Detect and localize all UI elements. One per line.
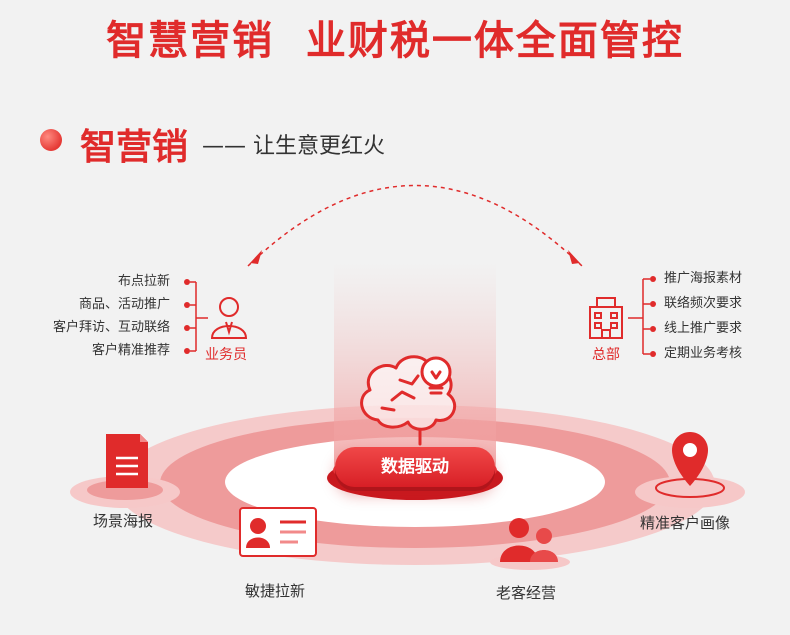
section-bullet-icon xyxy=(40,129,62,151)
feature-label-scene-poster: 场景海报 xyxy=(93,512,154,530)
right-nodes xyxy=(650,276,656,357)
left-item-1: 布点拉新 xyxy=(117,274,170,289)
left-item-4: 客户精准推荐 xyxy=(91,343,170,358)
page-title: 智慧营销 业财税一体全面管控 xyxy=(106,18,684,64)
right-brace xyxy=(628,278,650,355)
right-item-2: 联络频次要求 xyxy=(664,296,743,311)
arc-arrow-right-icon xyxy=(568,250,580,264)
left-item-2: 商品、活动推广 xyxy=(78,297,170,312)
data-driven-badge: 数据驱动 xyxy=(335,447,495,487)
right-item-1: 推广海报素材 xyxy=(664,271,743,286)
feature-location-pin-icon xyxy=(635,432,745,508)
feature-users-icon xyxy=(490,518,570,570)
role-label-headquarters: 总部 xyxy=(592,347,620,363)
section-subtitle: —— 让生意更红火 xyxy=(202,134,385,159)
flow-arc xyxy=(247,184,583,267)
feature-label-customer-retention: 老客经营 xyxy=(496,584,557,602)
feature-label-customer-profile: 精准客户画像 xyxy=(640,514,731,532)
role-label-salesperson: 业务员 xyxy=(205,347,247,363)
left-item-3: 客户拜访、互动联络 xyxy=(52,320,170,335)
right-item-3: 线上推广要求 xyxy=(664,321,743,336)
feature-document-icon xyxy=(70,434,180,508)
right-item-4: 定期业务考核 xyxy=(664,346,743,361)
left-nodes xyxy=(184,279,190,354)
person-icon xyxy=(210,297,248,339)
brain-bulb-icon xyxy=(360,355,457,446)
arc-arrow-left-icon xyxy=(250,250,262,264)
feature-label-agile-acquisition: 敏捷拉新 xyxy=(245,582,306,600)
building-icon xyxy=(589,297,623,339)
feature-id-card-icon xyxy=(239,507,317,557)
section-title: 智营销 xyxy=(80,127,189,168)
left-brace xyxy=(190,281,208,352)
